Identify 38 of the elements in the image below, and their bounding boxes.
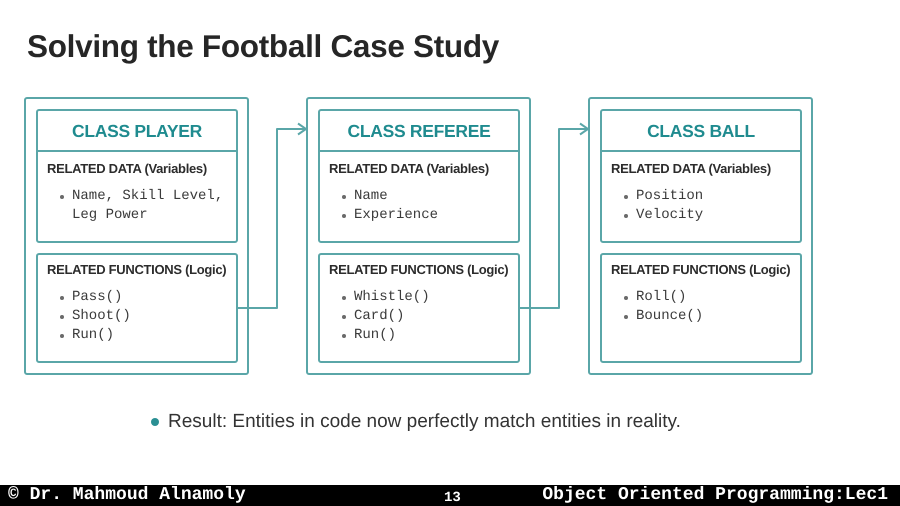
- arrow: [520, 122, 589, 309]
- class-name: CLASS BALL: [647, 120, 755, 142]
- list-item: Whistle(): [354, 288, 430, 307]
- page-number: 13: [444, 489, 461, 506]
- list-item: Card(): [354, 307, 404, 326]
- section-heading: RELATED FUNCTIONS (Logic): [47, 262, 226, 278]
- class-box: [318, 109, 520, 243]
- class-panel: [588, 97, 813, 375]
- class-box: [36, 109, 238, 243]
- list-item: Run(): [72, 326, 114, 345]
- list-item: Pass(): [72, 288, 122, 307]
- section-heading: RELATED DATA (Variables): [611, 161, 771, 177]
- list-item: Velocity: [636, 206, 704, 225]
- section-heading: RELATED DATA (Variables): [329, 161, 489, 177]
- slide-title: Solving the Football Case Study: [27, 27, 499, 65]
- arrow: [238, 122, 307, 309]
- course-title: Object Oriented Programming:Lec1: [542, 485, 888, 506]
- list-item: Name: [354, 187, 388, 206]
- list-item: Run(): [354, 326, 396, 345]
- class-box: [600, 109, 802, 243]
- list-item: Position: [636, 187, 704, 206]
- class-panel: [306, 97, 531, 375]
- class-name: CLASS REFEREE: [348, 120, 490, 142]
- list-item: Name, Skill Level, Leg Power: [72, 187, 224, 225]
- functions-box: [600, 253, 802, 363]
- class-panel: [24, 97, 249, 375]
- list-item: Experience: [354, 206, 438, 225]
- section-heading: RELATED FUNCTIONS (Logic): [329, 262, 508, 278]
- list-item: Shoot(): [72, 307, 131, 326]
- section-heading: RELATED DATA (Variables): [47, 161, 207, 177]
- functions-box: [318, 253, 520, 363]
- section-heading: RELATED FUNCTIONS (Logic): [611, 262, 790, 278]
- class-name: CLASS PLAYER: [72, 120, 202, 142]
- author-credit: © Dr. Mahmoud Alnamoly: [8, 485, 246, 506]
- functions-box: [36, 253, 238, 363]
- list-item: Roll(): [636, 288, 686, 307]
- list-item: Bounce(): [636, 307, 704, 326]
- result-text: Result: Entities in code now perfectly match entities in reality.: [168, 411, 681, 433]
